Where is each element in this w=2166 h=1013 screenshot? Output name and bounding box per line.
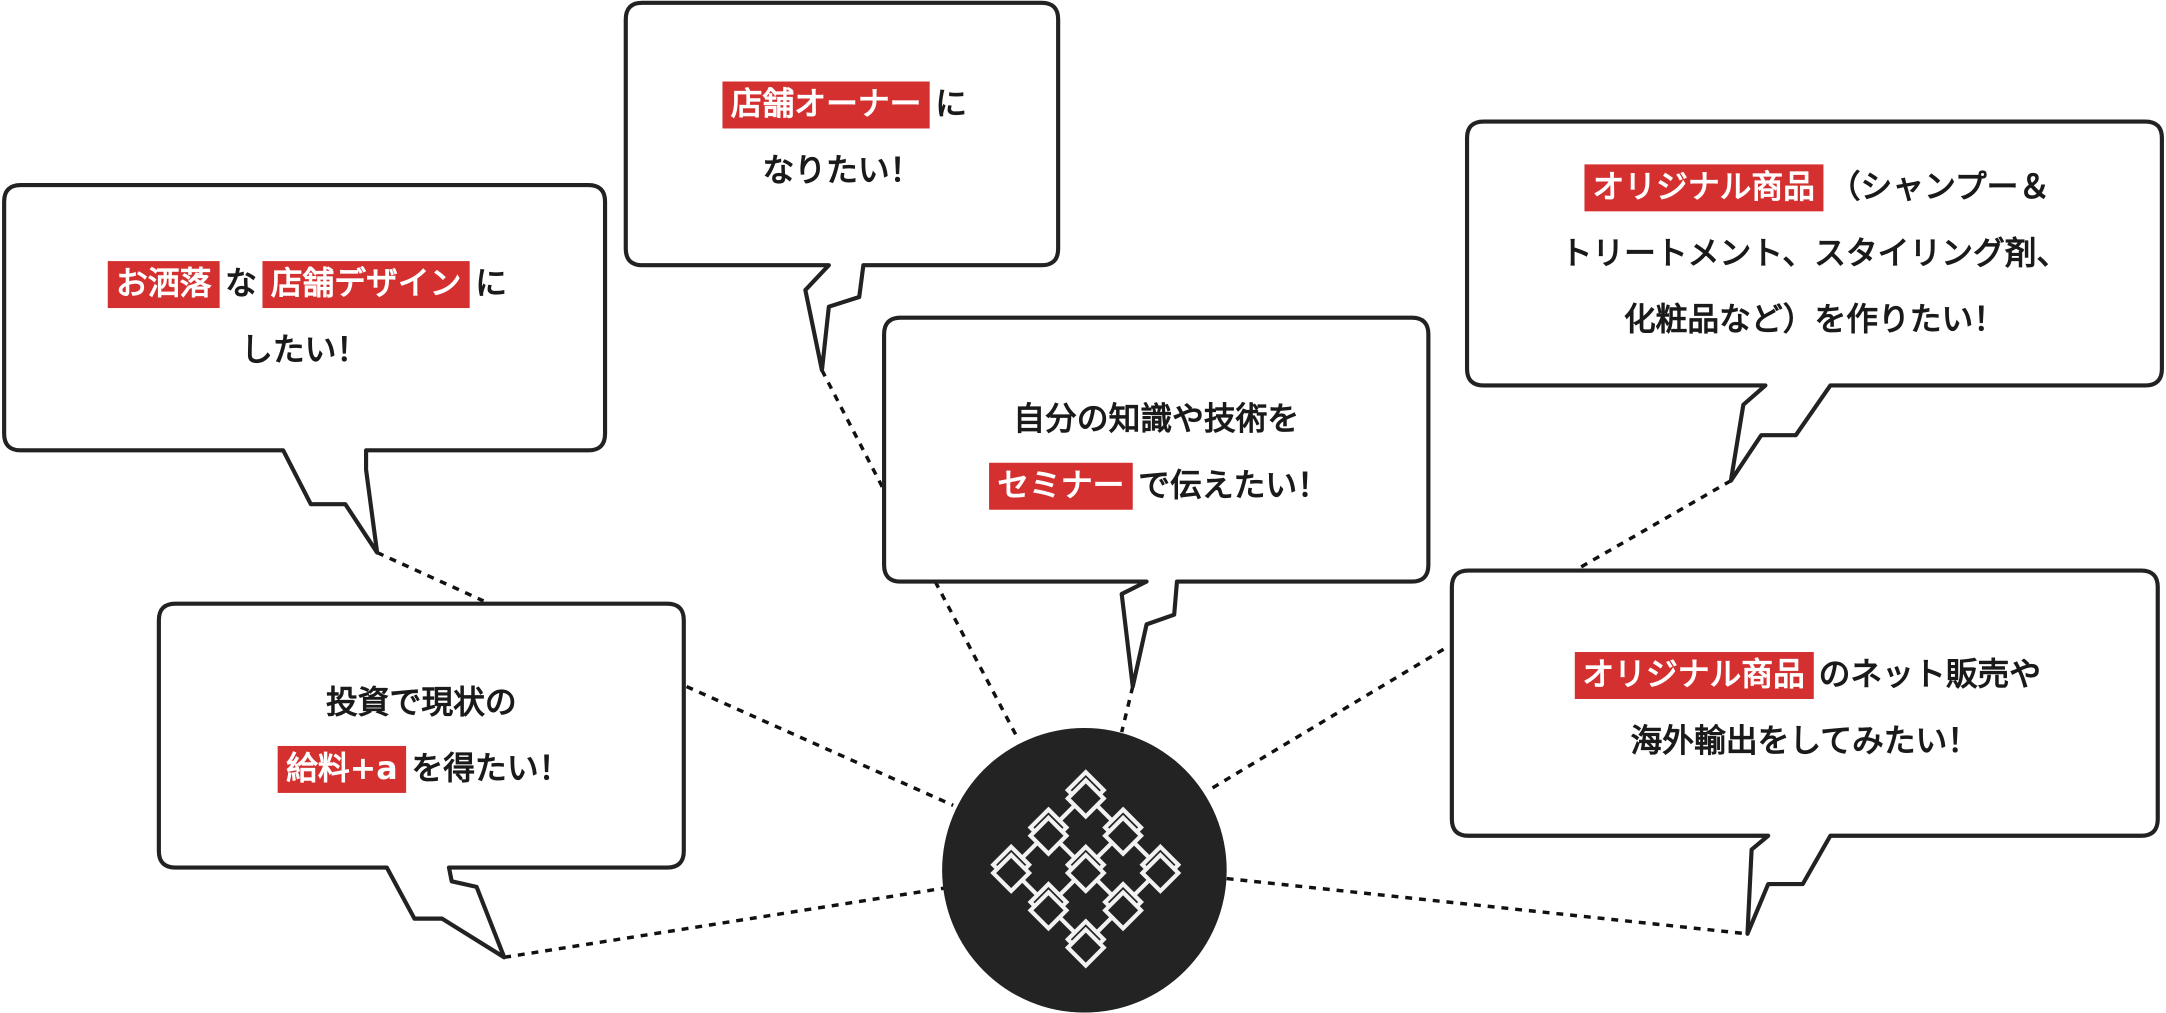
bubble-line: 海外輸出をしてみたい！ — [1452, 709, 2158, 775]
connector-line — [820, 369, 886, 492]
connector-line — [376, 550, 485, 603]
logo-diamond — [1102, 889, 1144, 932]
logo-diamond — [1064, 777, 1107, 820]
highlighted-text: オリジナル商品 — [1584, 164, 1824, 212]
bubble-store-design: お洒落な店舗デザインにしたい！ — [4, 251, 605, 384]
text-segment: に — [935, 87, 967, 123]
bubble-online-sales: オリジナル商品のネット販売や海外輸出をしてみたい！ — [1452, 642, 2158, 775]
logo-diamond — [1027, 814, 1070, 857]
dotted-connectors — [376, 369, 1748, 960]
connector-line — [1573, 479, 1732, 573]
bubble-line: トリートメント、スタイリング剤、 — [1467, 221, 2162, 287]
connector-line — [1120, 686, 1135, 733]
connector-line — [503, 886, 944, 960]
bubble-line: お洒落な店舗デザインに — [4, 251, 605, 317]
connector-line — [933, 580, 1020, 740]
highlighted-text: 店舗デザイン — [262, 261, 470, 309]
text-segment: で伝えたい！ — [1138, 468, 1329, 505]
logo-diamond — [1102, 814, 1144, 857]
diamond-lattice-logo-icon — [990, 769, 1182, 969]
text-segment: （シャンプー＆ — [1828, 169, 2051, 206]
connector-line — [1226, 876, 1748, 936]
text-segment: 化粧品など）を作りたい！ — [1623, 302, 2006, 339]
bubble-line: なりたい！ — [626, 138, 1058, 204]
highlighted-text: 店舗オーナー — [722, 81, 930, 129]
bubble-line: オリジナル商品のネット販売や — [1452, 642, 2158, 708]
bubble-shape-seminar — [882, 315, 1431, 689]
connector-line — [1207, 647, 1445, 792]
highlighted-text: セミナー — [989, 462, 1133, 510]
logo-diamond — [1064, 926, 1107, 969]
logo-diamond — [990, 852, 1033, 894]
text-segment: 海外輸出をしてみたい！ — [1630, 723, 1980, 760]
text-segment: に — [475, 266, 507, 303]
bubble-original-products: オリジナル商品（シャンプー＆ トリートメント、スタイリング剤、化粧品など）を作りた… — [1467, 155, 2162, 354]
bubble-line: 自分の知識や技術を — [884, 387, 1428, 453]
text-segment: な — [225, 266, 257, 303]
text-segment: したい！ — [241, 332, 369, 369]
text-segment: 投資で現状の — [326, 685, 517, 722]
bubble-shape-investment — [156, 601, 686, 960]
text-segment: を得たい！ — [411, 751, 571, 788]
connector-line — [685, 684, 954, 807]
highlighted-text: お洒落 — [107, 261, 220, 309]
bubble-line: 店舗オーナーに — [626, 72, 1058, 138]
bubble-line: したい！ — [4, 318, 605, 384]
logo-diamond — [1064, 852, 1107, 894]
text-segment: のネット販売や — [1818, 657, 2042, 694]
bubble-line: セミナーで伝えたい！ — [884, 453, 1428, 519]
bubble-store-owner: 店舗オーナーになりたい！ — [626, 72, 1058, 205]
bubble-line: オリジナル商品（シャンプー＆ — [1467, 155, 2162, 221]
logo-diamond — [1139, 852, 1182, 894]
bubble-shape-original-products — [1464, 119, 2164, 483]
bubble-seminar: 自分の知識や技術をセミナーで伝えたい！ — [884, 387, 1428, 520]
text-segment: 自分の知識や技術を — [1013, 401, 1300, 438]
highlighted-text: 給料+a — [277, 745, 406, 793]
logo-diamond — [1027, 889, 1070, 932]
text-segment: なりたい！ — [762, 153, 922, 190]
text-segment: トリートメント、スタイリング剤、 — [1560, 236, 2069, 273]
bubble-line: 投資で現状の — [159, 670, 684, 736]
highlighted-text: オリジナル商品 — [1574, 652, 1814, 699]
bubble-line: 化粧品など）を作りたい！ — [1467, 287, 2162, 353]
